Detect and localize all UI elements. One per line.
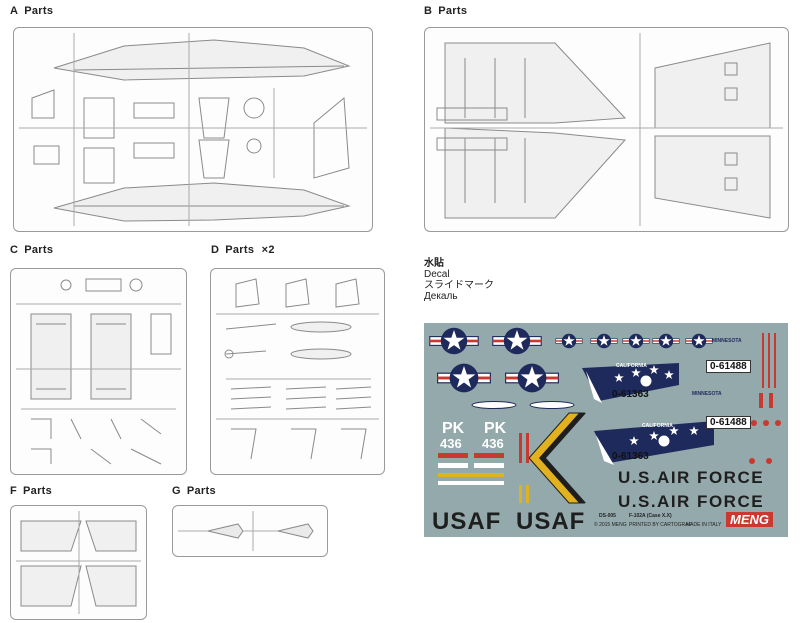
sprue-g [172, 505, 328, 557]
roundel-2 [492, 327, 542, 355]
decal-artwork [429, 327, 781, 504]
sprue-c [10, 268, 187, 475]
decal-pk-2: PK [484, 420, 507, 437]
decal-us-air-force-2: U.S.AIR FORCE [618, 492, 765, 511]
decal-state-1: CALIFORNIA [616, 363, 647, 369]
decal-usaf-left: USAF [432, 508, 502, 535]
decal-label-jp2: スライドマーク [424, 280, 494, 291]
decal-state-2: CALIFORNIA [642, 423, 673, 429]
decal-label-en: Decal [424, 269, 450, 280]
sprue-f-drawing [16, 511, 141, 614]
decal-serial-4: 0-61488 [706, 416, 751, 429]
roundel-4 [505, 363, 560, 393]
decal-fine-print-1: © 2015 MENG [594, 522, 627, 528]
decal-label-ru: Декаль [424, 291, 458, 302]
decal-labels: 水貼 Decal スライドマーク Декаль [424, 258, 494, 302]
sprue-b [424, 27, 789, 232]
decal-pk-num-2: 436 [482, 436, 504, 451]
decal-state-3: MINNESOTA [712, 338, 742, 344]
sprue-f [10, 505, 147, 620]
decal-serial-3: 0-61488 [706, 360, 751, 373]
decal-sheet: PK 436 PK 436 CALIFORNIA CALIFORNIA MINN… [424, 323, 788, 537]
decal-serial-2: 0-61363 [612, 451, 649, 462]
decal-product-code: DS-005 [599, 513, 616, 519]
decal-us-air-force-1: U.S.AIR FORCE [618, 468, 765, 487]
roundel-1 [429, 327, 479, 355]
meng-logo: MENG [726, 512, 773, 527]
roundel-3 [437, 363, 491, 393]
decal-fine-print-2: PRINTED BY CARTOGRAF [629, 522, 692, 528]
sprue-g-drawing [178, 511, 314, 551]
decal-usaf-right: USAF [516, 508, 586, 535]
decal-label-jp: 水貼 [424, 258, 444, 269]
decal-pk-1: PK [442, 420, 465, 437]
sprue-b-drawing [430, 33, 783, 226]
decal-product-name: F-102A (Case X.X) [629, 513, 672, 519]
decal-pk-num-1: 436 [440, 436, 462, 451]
sprue-a-drawing [19, 33, 367, 226]
sprue-c-drawing [16, 278, 181, 465]
decal-serial-1: 0-61363 [612, 389, 649, 400]
sprue-a [13, 27, 373, 232]
decal-state-4: MINNESOTA [692, 391, 722, 397]
sprue-d-drawing [216, 278, 379, 460]
sprue-d [210, 268, 385, 475]
decal-fine-print-3: MADE IN ITALY [686, 522, 722, 528]
